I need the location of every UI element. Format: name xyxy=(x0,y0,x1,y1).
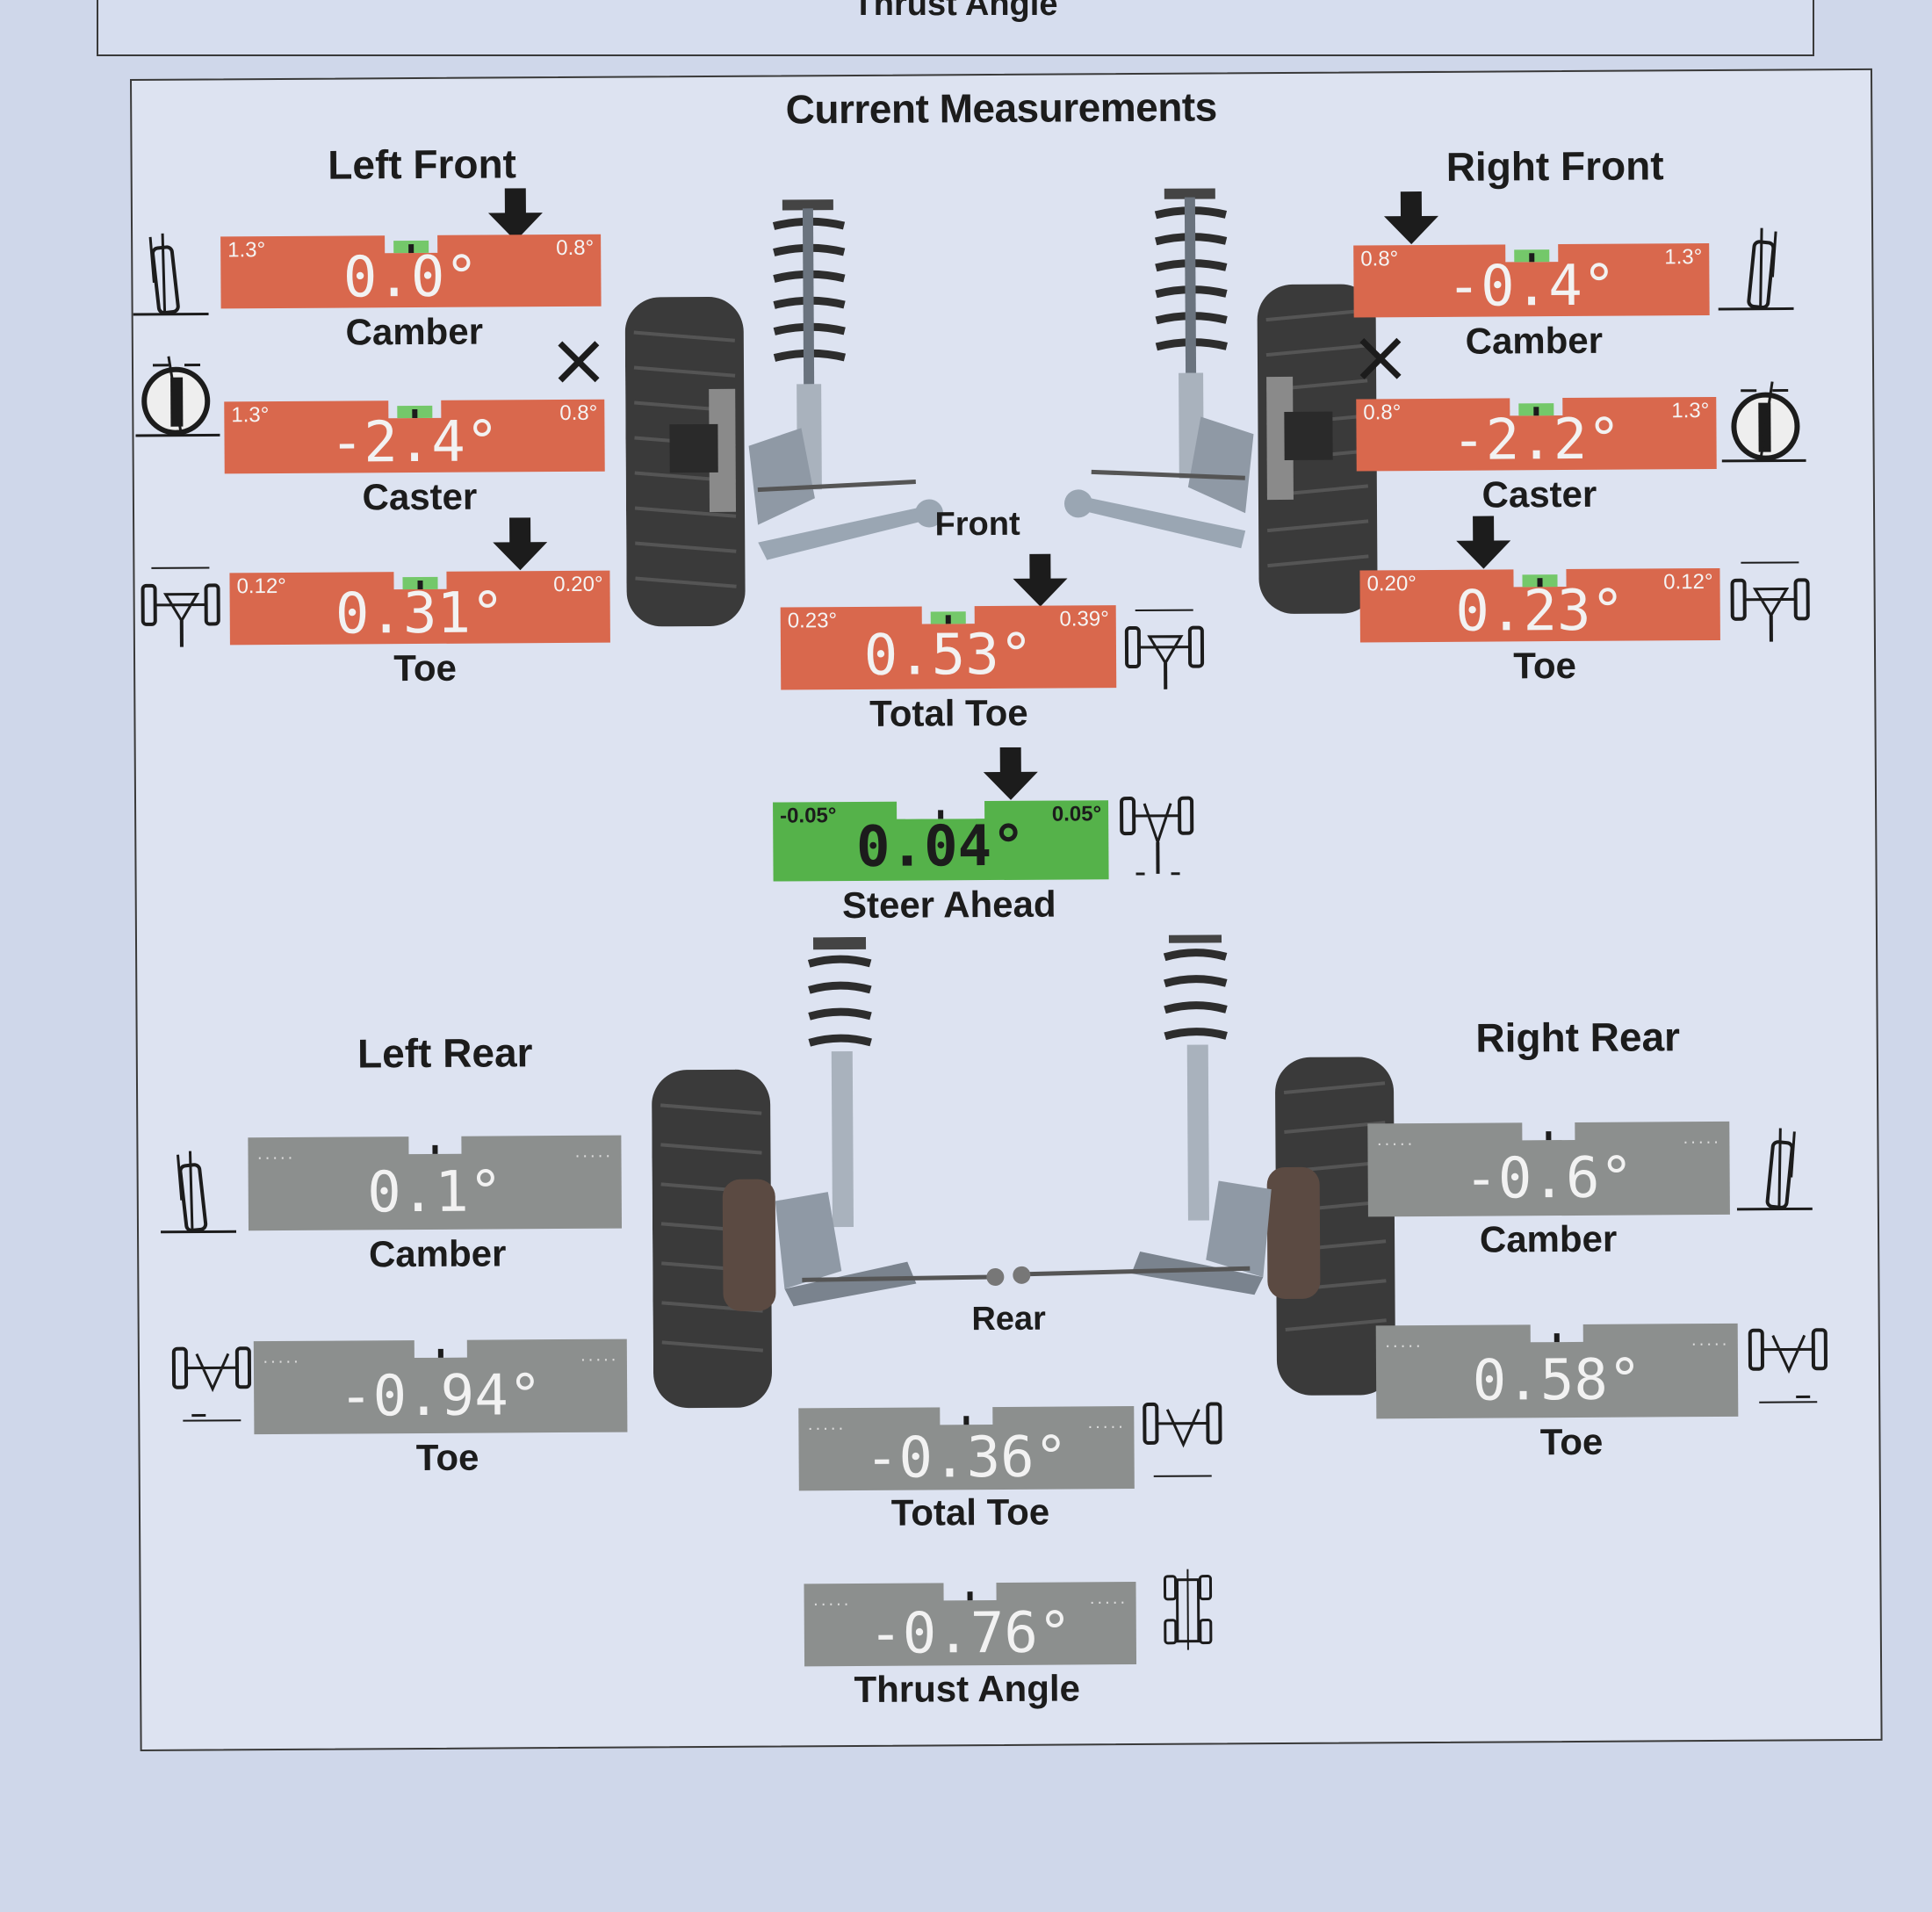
left-front-label: Left Front xyxy=(328,141,517,188)
gauge-value: 0.58° xyxy=(1472,1347,1642,1414)
measurements-panel: Current Measurements xyxy=(130,68,1883,1751)
gauge-value: 0.0° xyxy=(342,244,479,311)
right-rear-camber-label: Camber xyxy=(1479,1217,1618,1260)
left-front-toe-label: Toe xyxy=(393,646,458,689)
toe-axle-icon xyxy=(171,1346,252,1422)
front-suspension-illustration xyxy=(624,188,1378,627)
right-rear-camber-gauge: ·········· -0.6° xyxy=(1367,1116,1730,1217)
toe-axle-icon xyxy=(141,566,220,647)
front-total-toe-gauge: 0.23° 0.39° 0.53° xyxy=(780,600,1117,690)
rear-axle-label: Rear xyxy=(971,1300,1047,1338)
right-front-camber-label: Camber xyxy=(1465,319,1604,362)
right-rear-toe-gauge: ·········· 0.58° xyxy=(1375,1318,1739,1419)
toe-axle-icon xyxy=(1124,609,1205,689)
left-rear-toe-gauge: ·········· -0.94° xyxy=(253,1334,628,1435)
right-front-camber-gauge: 0.8° 1.3° -0.4° xyxy=(1353,238,1710,320)
left-front-camber-gauge: 1.3° 0.8° 0.0° xyxy=(220,229,602,311)
gauge-value: -0.76° xyxy=(869,1600,1072,1667)
left-front-camber-label: Camber xyxy=(345,310,484,353)
previous-panel: Thrust Angle xyxy=(97,0,1814,56)
right-front-toe-gauge: 0.20° 0.12° 0.23° xyxy=(1359,563,1720,645)
rear-suspension-illustration xyxy=(652,934,1395,1409)
arrow-down-icon xyxy=(493,517,548,571)
right-rear-label: Right Rear xyxy=(1475,1014,1681,1061)
previous-panel-title: Thrust Angle xyxy=(853,0,1058,23)
left-rear-camber-label: Camber xyxy=(368,1232,507,1275)
thrust-car-icon xyxy=(1163,1569,1213,1650)
arrow-down-icon xyxy=(1013,553,1068,607)
left-front-caster-label: Caster xyxy=(362,475,478,518)
left-rear-camber-gauge: ·········· 0.1° xyxy=(248,1130,623,1231)
arrow-down-icon xyxy=(1456,516,1511,569)
left-front-caster-gauge: 1.3° 0.8° -2.4° xyxy=(224,394,605,476)
toe-axle-icon xyxy=(1730,561,1810,642)
camber-wheel-icon xyxy=(1718,227,1794,311)
gauge-value: 0.23° xyxy=(1455,578,1626,645)
gauge-value: 0.1° xyxy=(366,1159,503,1226)
thrust-angle-label: Thrust Angle xyxy=(854,1667,1081,1710)
steer-ahead-gauge: -0.05° 0.05° 0.04° xyxy=(773,795,1109,882)
gauge-value: -0.94° xyxy=(338,1363,543,1430)
gauge-value: -2.4° xyxy=(329,409,500,476)
caster-wheel-icon xyxy=(135,356,220,437)
gauge-value: 0.04° xyxy=(855,813,1026,880)
left-rear-toe-label: Toe xyxy=(415,1436,479,1479)
right-rear-toe-label: Toe xyxy=(1539,1420,1604,1463)
gauge-value: -2.2° xyxy=(1451,407,1622,473)
right-front-caster-label: Caster xyxy=(1481,473,1597,516)
gauge-value: 0.53° xyxy=(863,622,1034,689)
thrust-car-icon xyxy=(1120,796,1194,876)
x-mark-icon xyxy=(558,341,600,383)
front-axle-label: Front xyxy=(934,505,1020,544)
arrow-down-icon xyxy=(983,747,1038,800)
page-title: Current Measurements xyxy=(785,83,1217,133)
arrow-down-icon xyxy=(1383,191,1438,245)
gauge-value: -0.4° xyxy=(1446,253,1617,320)
camber-wheel-icon xyxy=(1736,1128,1813,1211)
left-rear-label: Left Rear xyxy=(357,1029,533,1077)
rear-total-toe-gauge: ·········· -0.36° xyxy=(798,1401,1135,1491)
gauge-value: -0.6° xyxy=(1464,1145,1634,1212)
toe-axle-icon xyxy=(1143,1402,1222,1477)
right-front-toe-label: Toe xyxy=(1513,644,1577,687)
right-front-label: Right Front xyxy=(1445,142,1664,190)
gauge-value: 0.31° xyxy=(335,581,505,647)
camber-wheel-icon xyxy=(133,233,209,316)
gauge-value: -0.36° xyxy=(864,1425,1069,1491)
x-mark-icon xyxy=(1359,337,1402,379)
thrust-angle-gauge: ·········· -0.76° xyxy=(804,1576,1137,1667)
left-front-toe-gauge: 0.12° 0.20° 0.31° xyxy=(229,566,610,647)
front-total-toe-label: Total Toe xyxy=(869,691,1028,734)
right-front-caster-gauge: 0.8° 1.3° -2.2° xyxy=(1356,392,1717,473)
caster-wheel-icon xyxy=(1721,381,1806,463)
toe-axle-icon xyxy=(1748,1328,1827,1403)
arrow-down-icon xyxy=(487,188,543,242)
rear-total-toe-label: Total Toe xyxy=(890,1490,1050,1533)
steer-ahead-label: Steer Ahead xyxy=(841,883,1056,927)
camber-wheel-icon xyxy=(161,1151,237,1234)
